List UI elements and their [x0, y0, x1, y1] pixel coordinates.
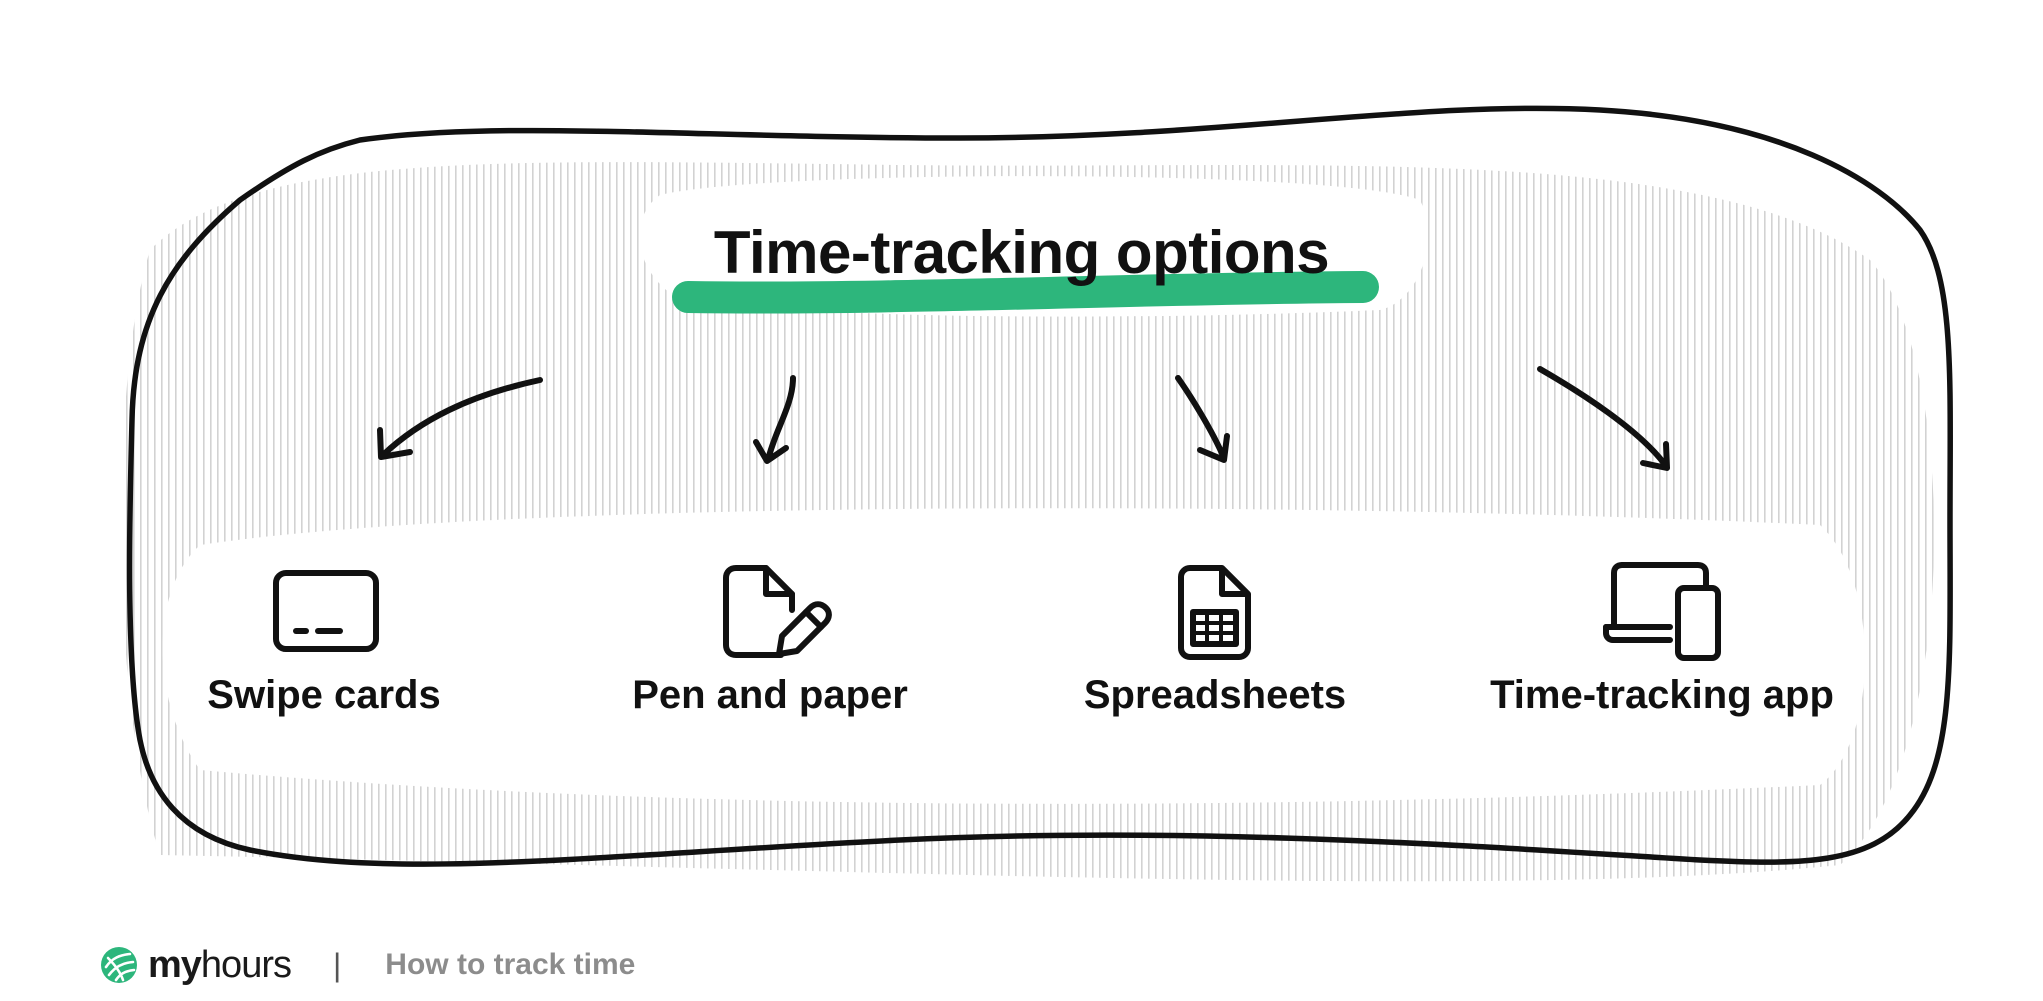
- option-label-swipe-cards: Swipe cards: [207, 673, 441, 717]
- myhours-logo-icon: [101, 947, 137, 983]
- footer: myhours | How to track time: [100, 940, 635, 990]
- title-underline: [672, 271, 1379, 314]
- brand-name-bold: my: [148, 943, 202, 986]
- option-label-spreadsheets: Spreadsheets: [1083, 673, 1347, 717]
- footer-separator: |: [332, 946, 342, 983]
- arrow-to-pen-and-paper: [753, 375, 796, 464]
- arrow-to-swipe-cards: [377, 377, 543, 460]
- brand-name-light: hours: [200, 943, 292, 986]
- options-clearing: [162, 508, 1865, 804]
- blob-outline: [126, 105, 1953, 867]
- option-label-time-tracking-app: Time-tracking app: [1490, 673, 1834, 717]
- diagram-title: Time-tracking options: [713, 219, 1330, 286]
- arrow-to-time-tracking-app: [1537, 366, 1670, 471]
- spreadsheet-document-icon: [1178, 565, 1251, 660]
- brand-name: myhours: [148, 943, 292, 987]
- credit-card-icon: [273, 570, 379, 652]
- option-label-pen-and-paper: Pen and paper: [632, 673, 908, 717]
- laptop-phone-icon: [1603, 562, 1721, 661]
- arrow-to-spreadsheets: [1175, 375, 1230, 463]
- footer-tagline: How to track time: [385, 948, 636, 981]
- document-pen-icon: [723, 565, 832, 658]
